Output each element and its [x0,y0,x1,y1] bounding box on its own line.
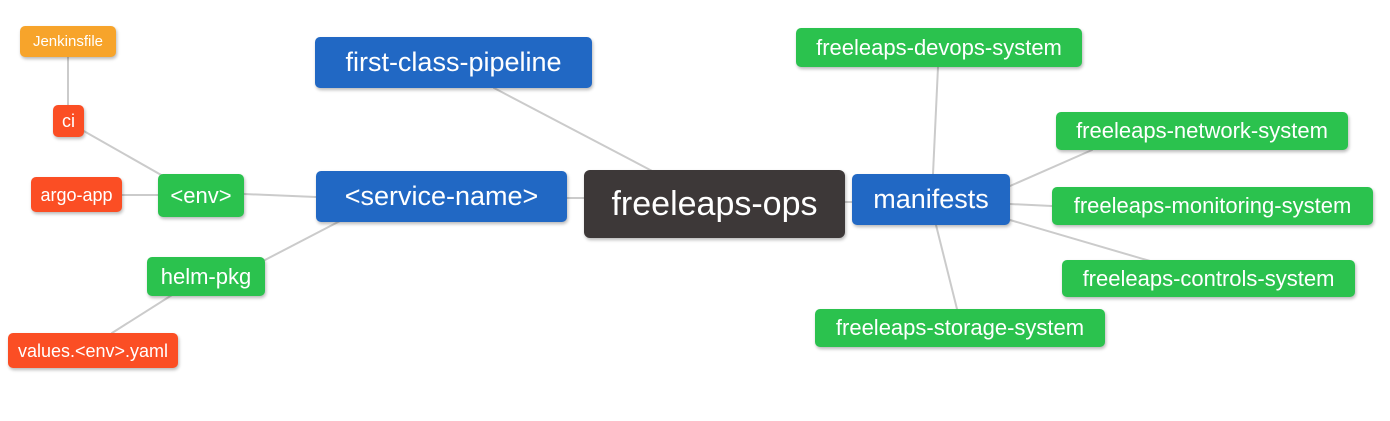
node-ci[interactable]: ci [53,105,84,137]
node-argo-app[interactable]: argo-app [31,177,122,212]
node-freeleaps-controls-system[interactable]: freeleaps-controls-system [1062,260,1355,297]
node-service-name[interactable]: <service-name> [316,171,567,222]
edge-first-class-pipeline-to-freeleaps-ops [493,87,655,173]
node-helm-pkg[interactable]: helm-pkg [147,257,265,296]
node-freeleaps-devops-system[interactable]: freeleaps-devops-system [796,28,1082,67]
node-freeleaps-ops[interactable]: freeleaps-ops [584,170,845,238]
node-env[interactable]: <env> [158,174,244,217]
node-freeleaps-monitoring-system[interactable]: freeleaps-monitoring-system [1052,187,1373,225]
edge-manifests-to-freeleaps-devops-system [932,66,939,175]
edge-values-env-yaml-to-helm-pkg [111,294,173,334]
node-freeleaps-storage-system[interactable]: freeleaps-storage-system [815,309,1105,347]
node-freeleaps-network-system[interactable]: freeleaps-network-system [1056,112,1348,150]
edge-manifests-to-freeleaps-controls-system [1009,219,1151,262]
node-first-class-pipeline[interactable]: first-class-pipeline [315,37,592,88]
edge-env-to-service-name [243,193,317,198]
edge-manifests-to-freeleaps-storage-system [935,224,958,310]
node-jenkinsfile[interactable]: Jenkinsfile [20,26,116,57]
node-values-env-yaml[interactable]: values.<env>.yaml [8,333,178,368]
edge-helm-pkg-to-service-name [262,220,341,262]
edge-manifests-to-freeleaps-network-system [1009,149,1093,187]
edge-ci-to-env [81,129,171,181]
node-manifests[interactable]: manifests [852,174,1010,225]
edge-manifests-to-freeleaps-monitoring-system [1009,203,1053,207]
